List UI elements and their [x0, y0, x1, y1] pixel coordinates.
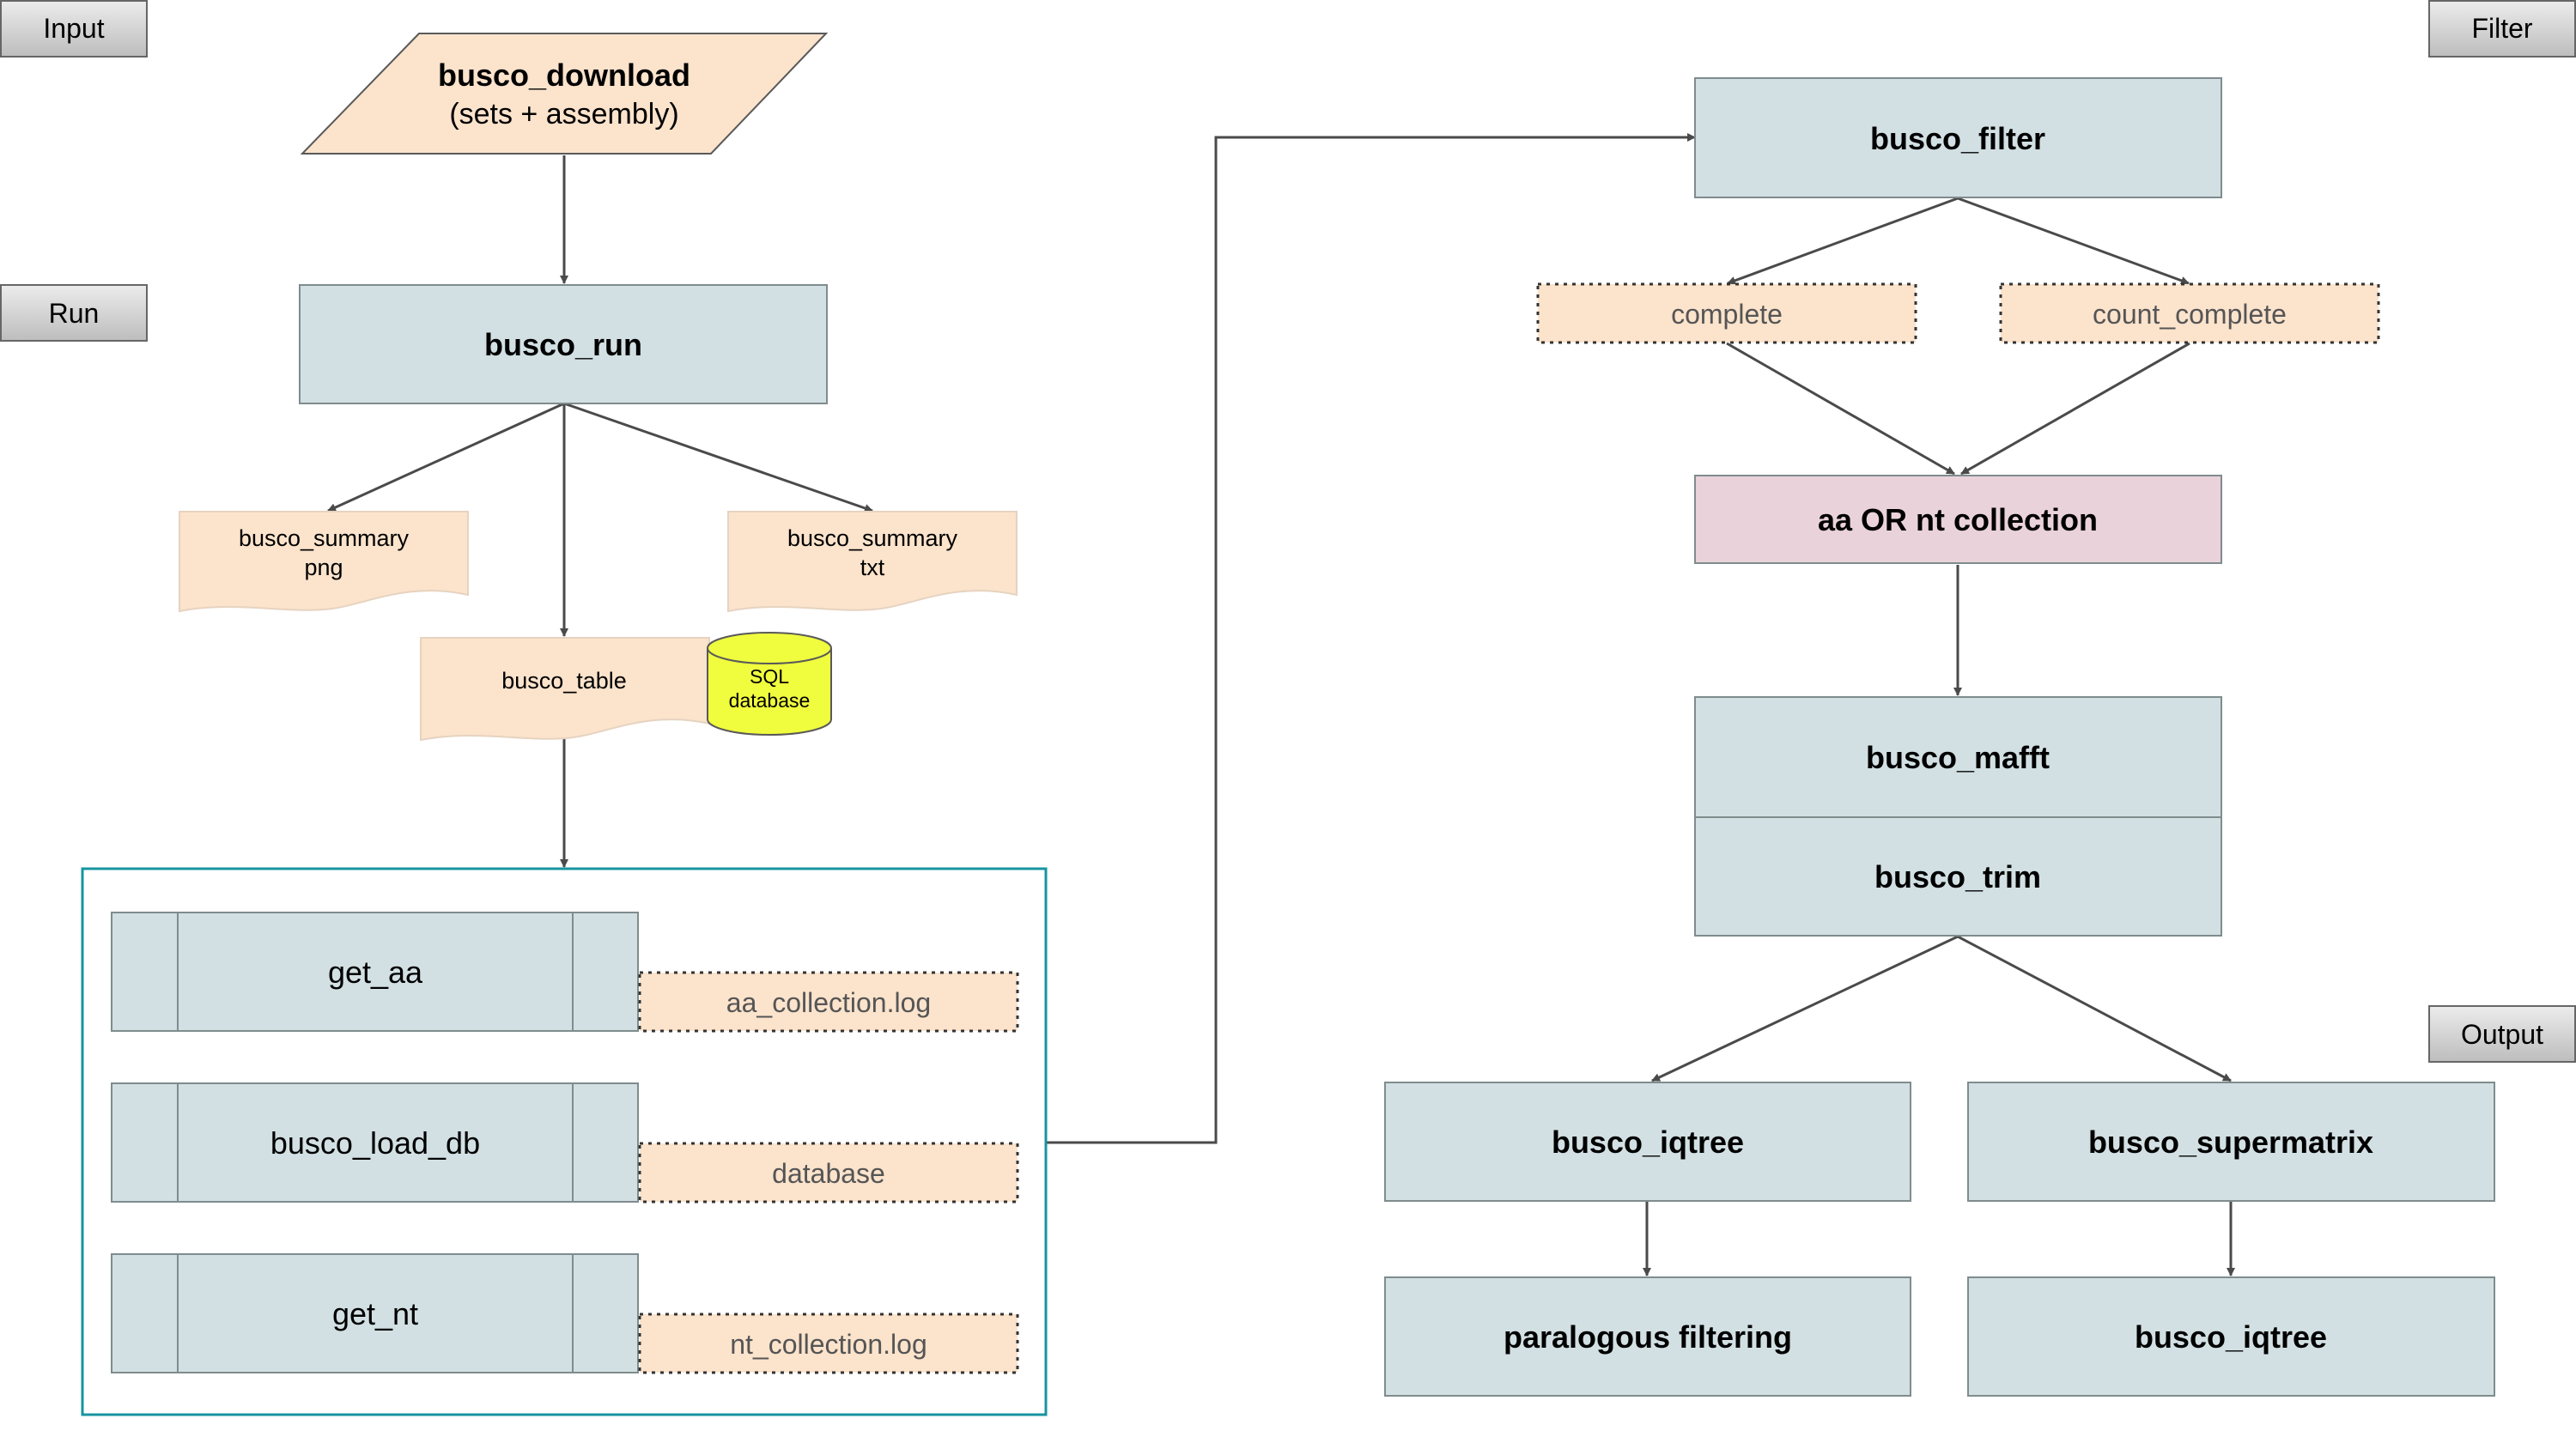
node-busco-iqtree-left[interactable]: busco_iqtree — [1384, 1082, 1911, 1202]
node-aa-log-label: aa_collection.log — [726, 987, 931, 1018]
node-busco-filter-label: busco_filter — [1870, 121, 2045, 156]
node-busco-iqtree-left-label: busco_iqtree — [1552, 1125, 1744, 1160]
node-busco-iqtree-right-label: busco_iqtree — [2135, 1319, 2327, 1355]
side-label-input[interactable]: Input — [0, 0, 148, 58]
node-busco-load-db[interactable]: busco_load_db — [111, 1082, 639, 1203]
node-busco-download[interactable]: busco_download (sets + assembly) — [300, 33, 829, 155]
node-busco-download-title: busco_download — [438, 58, 690, 93]
node-busco-run-label: busco_run — [484, 327, 642, 362]
node-summary-png-line2: png — [304, 555, 343, 580]
node-get-aa[interactable]: get_aa — [111, 912, 639, 1032]
node-nt-log-label: nt_collection.log — [730, 1329, 927, 1360]
arrow-complete-to-collection — [1726, 342, 1955, 476]
node-collection-label: aa OR nt collection — [1818, 502, 2098, 537]
node-database-label: database — [772, 1158, 885, 1189]
node-summary-txt[interactable]: busco_summary txt — [727, 511, 1018, 613]
node-paralogous-filtering-label: paralogous filtering — [1504, 1319, 1792, 1355]
arrow-run-to-summary-txt — [563, 402, 873, 512]
node-sql-line1: SQL — [750, 665, 789, 688]
node-database[interactable]: database — [638, 1142, 1019, 1203]
arrow-trim-to-iqtree — [1651, 935, 1959, 1082]
node-busco-supermatrix-label: busco_supermatrix — [2088, 1125, 2373, 1160]
node-busco-trim-label: busco_trim — [1874, 859, 2041, 894]
node-summary-png-line1: busco_summary — [239, 525, 410, 551]
arrow-trim-to-supermatrix — [1957, 935, 2232, 1082]
node-complete[interactable]: complete — [1536, 282, 1917, 344]
node-summary-txt-line2: txt — [860, 555, 885, 580]
side-label-filter[interactable]: Filter — [2428, 0, 2576, 58]
side-label-run[interactable]: Run — [0, 284, 148, 342]
arrow-count-complete-to-collection — [1960, 342, 2190, 476]
node-get-nt[interactable]: get_nt — [111, 1253, 639, 1373]
side-label-output[interactable]: Output — [2428, 1005, 2576, 1063]
node-count-complete-label: count_complete — [2093, 299, 2287, 330]
connectors — [327, 133, 2235, 1276]
node-collection[interactable]: aa OR nt collection — [1694, 475, 2222, 564]
arrow-filter-to-complete — [1727, 197, 1959, 285]
node-sql-database[interactable]: SQL database — [707, 632, 832, 736]
arrow-group-to-filter — [1046, 133, 1696, 1144]
node-aa-log[interactable]: aa_collection.log — [638, 971, 1019, 1033]
node-busco-iqtree-right[interactable]: busco_iqtree — [1967, 1276, 2495, 1397]
side-label-output-text: Output — [2461, 1019, 2543, 1050]
group-collection-container — [81, 867, 1048, 1416]
side-label-filter-text: Filter — [2471, 13, 2532, 44]
node-busco-filter[interactable]: busco_filter — [1694, 77, 2222, 198]
arrow-run-to-summary-png — [327, 402, 565, 512]
node-get-nt-label: get_nt — [332, 1296, 418, 1331]
node-busco-supermatrix[interactable]: busco_supermatrix — [1967, 1082, 2495, 1202]
side-label-input-text: Input — [43, 13, 104, 44]
node-busco-trim[interactable]: busco_trim — [1694, 816, 2222, 937]
node-count-complete[interactable]: count_complete — [1999, 282, 2380, 344]
node-busco-table[interactable]: busco_table — [420, 637, 710, 742]
node-summary-png[interactable]: busco_summary png — [179, 511, 469, 613]
node-complete-label: complete — [1671, 299, 1783, 330]
node-busco-mafft[interactable]: busco_mafft — [1694, 696, 2222, 818]
node-busco-load-db-label: busco_load_db — [270, 1125, 480, 1161]
side-label-run-text: Run — [49, 298, 100, 329]
node-sql-line2: database — [729, 689, 811, 712]
node-nt-log[interactable]: nt_collection.log — [638, 1313, 1019, 1374]
node-paralogous-filtering[interactable]: paralogous filtering — [1384, 1276, 1911, 1397]
arrow-filter-to-count-complete — [1957, 197, 2190, 285]
node-summary-txt-line1: busco_summary — [787, 525, 958, 551]
node-busco-run[interactable]: busco_run — [299, 284, 828, 404]
node-busco-table-label: busco_table — [501, 668, 627, 694]
node-get-aa-label: get_aa — [328, 955, 423, 990]
node-busco-mafft-label: busco_mafft — [1866, 740, 2050, 775]
node-busco-download-subtitle: (sets + assembly) — [449, 98, 678, 130]
